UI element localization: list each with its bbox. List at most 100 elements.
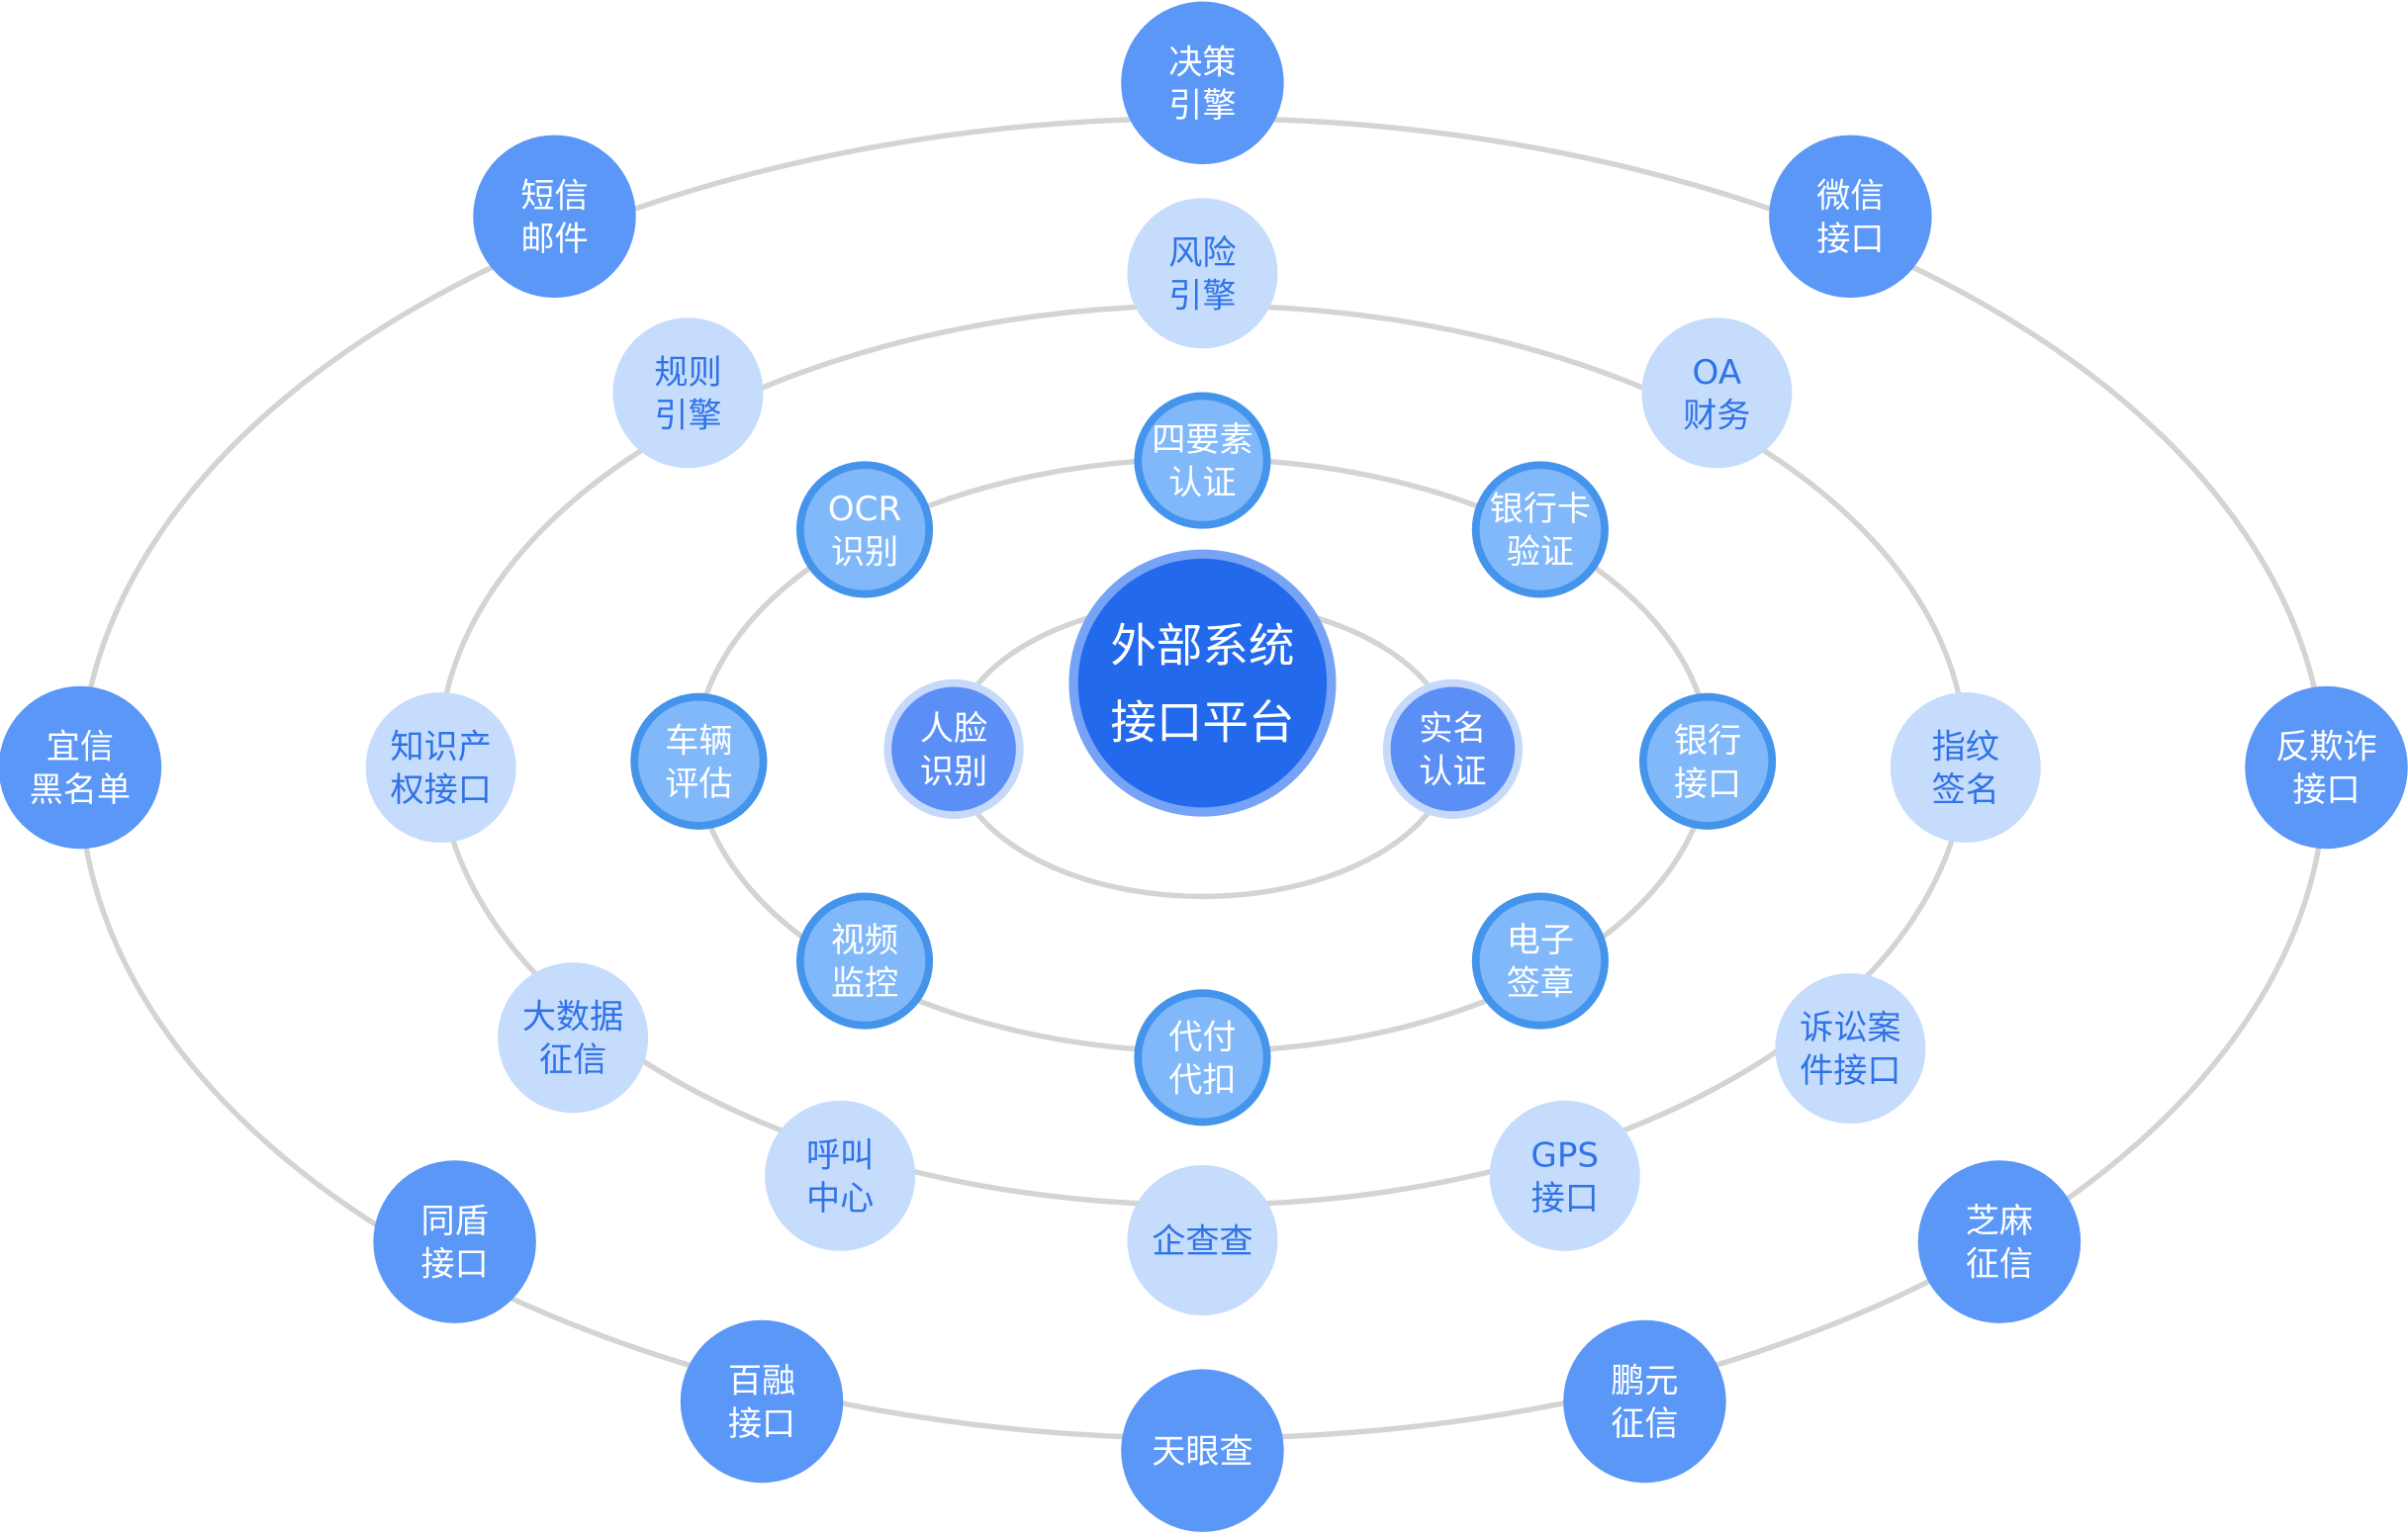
node-circle — [1127, 1164, 1278, 1316]
node-circle — [612, 317, 764, 469]
center-title: 接口平台 — [1110, 696, 1294, 750]
node-label: 接口 — [420, 1245, 488, 1285]
node-label: 规则 — [654, 353, 721, 393]
node-label: 征信 — [539, 1040, 606, 1080]
node-circle — [1382, 678, 1524, 819]
node-label: 百融 — [728, 1362, 795, 1401]
node-circle — [1563, 1319, 1726, 1484]
node-label: 引擎 — [654, 396, 721, 435]
center-circle — [1068, 549, 1337, 817]
node-circle — [883, 678, 1024, 819]
node-label: 接口 — [1674, 765, 1741, 804]
node-label: 接口 — [1531, 1179, 1599, 1219]
node-circle — [1471, 892, 1609, 1030]
node-label: 评估 — [665, 765, 732, 804]
node-circle — [373, 1160, 536, 1323]
node-circle — [1890, 691, 2041, 844]
node-ring2-9[interactable]: 企查查 — [1127, 1164, 1278, 1316]
node-label: 接口 — [728, 1404, 795, 1444]
node-label: 邮件 — [520, 220, 588, 259]
node-label: 签章 — [1507, 964, 1574, 1004]
node-circle — [365, 691, 516, 844]
node-outer-9[interactable]: 天眼查 — [1121, 1369, 1284, 1532]
node-circle — [630, 692, 768, 830]
node-circle — [2245, 685, 2408, 850]
node-label: 风险 — [1168, 233, 1236, 273]
node-label: 电子 — [1507, 921, 1574, 960]
node-label: 短信 — [520, 176, 588, 216]
node-circle — [498, 962, 649, 1114]
node-circle — [473, 135, 636, 299]
node-label: 四要素 — [1152, 420, 1252, 460]
node-circle — [765, 1100, 916, 1251]
node-circle — [1769, 135, 1932, 299]
node-circle — [1641, 317, 1793, 469]
node-circle — [1134, 392, 1271, 529]
node-circle — [795, 892, 934, 1030]
node-circle — [1471, 461, 1609, 598]
node-circle — [1489, 1100, 1640, 1251]
node-label: 诉讼案 — [1800, 1009, 1900, 1048]
node-label: 接口 — [2292, 770, 2360, 810]
node-label: 中心 — [806, 1179, 874, 1219]
node-label: 决策 — [1168, 43, 1236, 82]
node-label: 验证 — [1507, 532, 1574, 572]
node-label: 识别 — [831, 532, 898, 572]
node-label: 知识产 — [390, 728, 491, 768]
node-label: 实名 — [1419, 709, 1486, 749]
node-label: 监控 — [831, 964, 898, 1004]
node-label: 鹏元 — [1611, 1362, 1678, 1401]
node-circle — [1127, 198, 1278, 349]
node-label: 呼叫 — [806, 1135, 874, 1175]
node-circle — [795, 461, 934, 598]
node-circle — [1638, 692, 1777, 830]
node-label: 识别 — [920, 752, 987, 791]
node-label: 同盾 — [420, 1202, 488, 1241]
node-label: 企查查 — [1152, 1221, 1252, 1261]
node-circle — [1917, 1160, 2082, 1323]
node-label: 微信 — [1816, 176, 1884, 216]
node-label: 天眼查 — [1152, 1432, 1252, 1472]
node-label: 黑名单 — [30, 770, 131, 810]
node-label: 银行卡 — [1490, 490, 1591, 529]
node-label: 认证 — [1419, 752, 1486, 791]
node-circle — [1121, 1369, 1284, 1532]
node-label: 件接口 — [1800, 1051, 1900, 1091]
node-label: 认证 — [1168, 464, 1236, 503]
node-label: 权接口 — [390, 770, 491, 810]
node-label: 财务 — [1683, 396, 1750, 435]
node-label: 宜信 — [46, 728, 114, 768]
node-label: GPS — [1530, 1135, 1599, 1175]
